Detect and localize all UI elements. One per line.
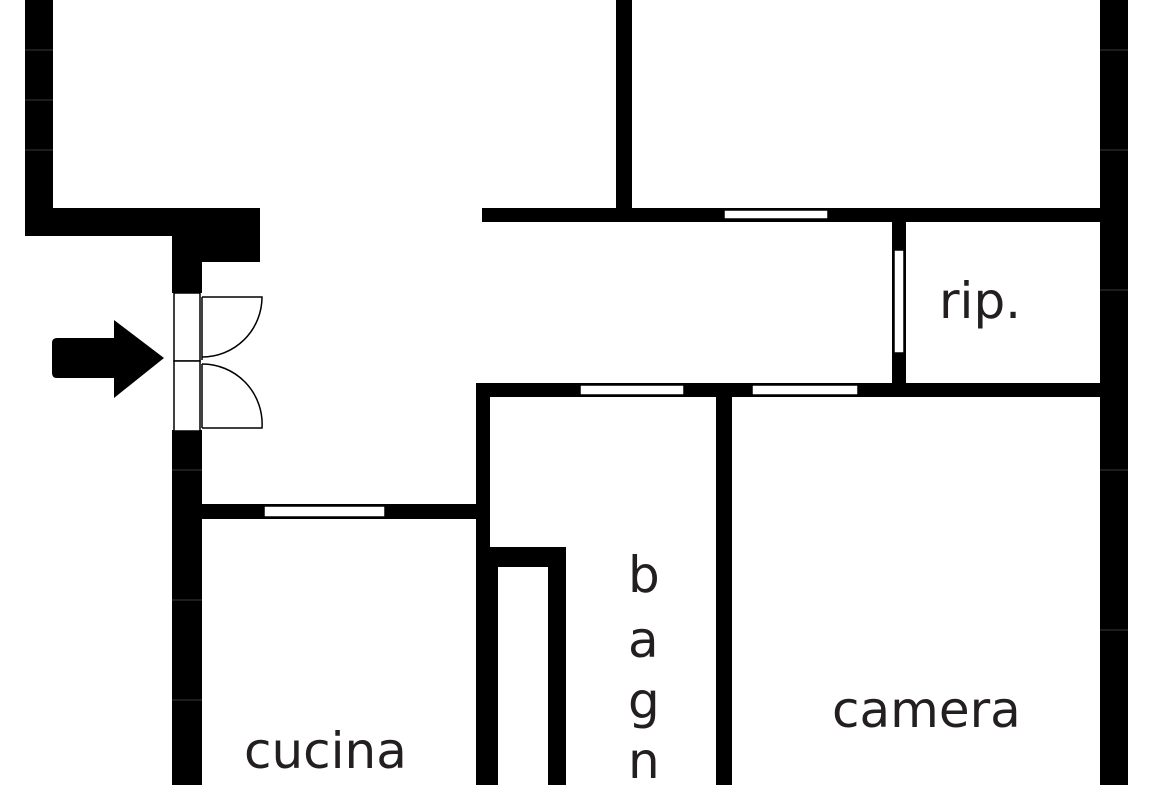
wall-left-top — [25, 0, 53, 235]
label-rip: rip. — [939, 272, 1021, 330]
window-bagno-door — [579, 384, 685, 396]
entrance-door — [173, 292, 263, 432]
label-bagno-n: n — [628, 732, 660, 785]
window-camera-door — [751, 384, 859, 396]
door-frame-upper — [173, 292, 201, 362]
label-bagno-a: a — [628, 611, 659, 669]
wall-entrance-left-upper — [172, 208, 202, 293]
wall-shaft-left — [476, 547, 498, 785]
entrance-arrow-icon — [52, 320, 164, 398]
door-swing-upper — [201, 296, 263, 358]
wall-entrance-left-lower — [172, 430, 202, 785]
window-cucina-door — [263, 505, 386, 518]
label-camera: camera — [832, 681, 1021, 739]
label-bagno-g: g — [628, 672, 660, 730]
window-top-room — [723, 209, 829, 220]
wall-seams — [25, 49, 1128, 701]
window-rip-door — [893, 249, 905, 354]
door-swing-lower — [201, 363, 263, 429]
wall-shaft-top — [476, 547, 566, 567]
openings — [263, 209, 905, 518]
wall-shaft-right — [548, 547, 566, 785]
door-frame-lower — [173, 360, 201, 432]
label-cucina: cucina — [244, 722, 407, 780]
wall-bagno-camera — [716, 383, 732, 785]
wall-center-vertical-top — [616, 0, 632, 222]
label-bagno-b: b — [628, 546, 660, 604]
